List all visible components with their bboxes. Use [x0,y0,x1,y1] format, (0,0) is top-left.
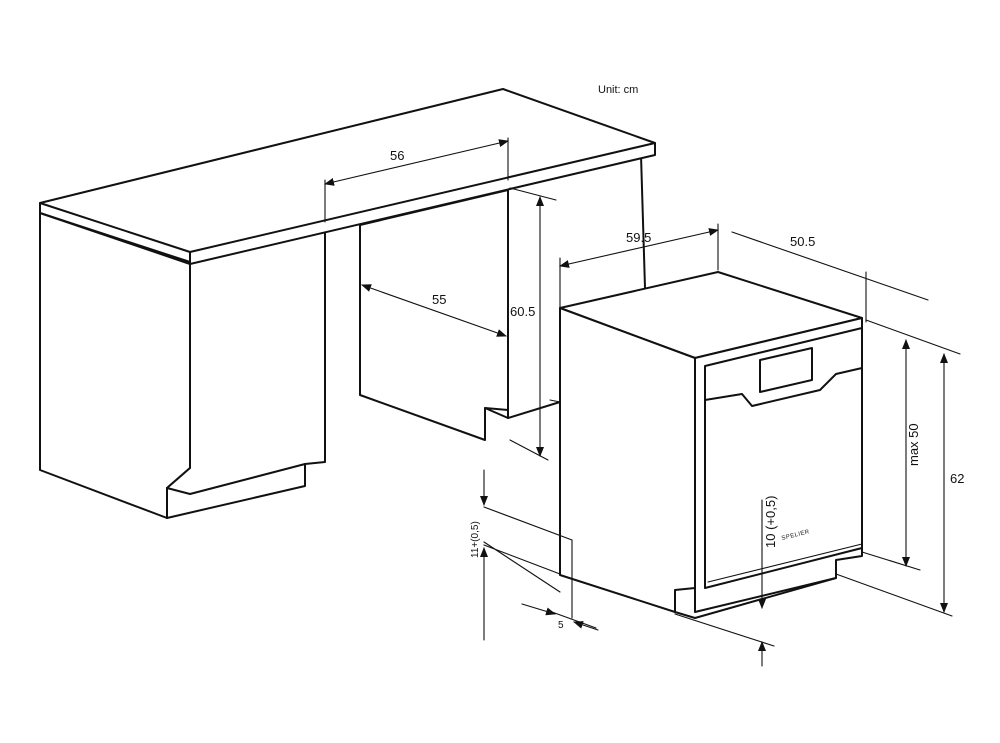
dishwasher-door [704,327,863,589]
left-cabinet-side [166,227,326,519]
control-panel [704,367,863,407]
label-appliance-width: 59.5 [626,230,651,245]
dimension-lines [324,137,961,667]
label-countertop-depth: 56 [390,148,404,163]
label-plinth-recess: 5 [558,620,564,631]
left-cabinet-front [39,212,191,519]
right-cabinet-panel [359,189,509,441]
label-foot-height: 10 (+0,5) [763,496,778,548]
display-window [759,347,813,393]
dishwasher: SPELIER [559,271,863,619]
label-cavity-height: 60.5 [510,304,535,319]
countertop [39,88,656,265]
label-plinth-height: 11+(0,5) [470,521,481,558]
plinth-detail [483,506,597,629]
dishwasher-plinth [674,577,837,619]
dishwasher-side [559,307,696,613]
label-cavity-depth: 55 [432,292,446,307]
label-appliance-height: 62 [950,471,964,486]
unit-label: Unit: cm [598,84,638,96]
label-appliance-depth: 50.5 [790,234,815,249]
label-max-door-height: max 50 [906,423,921,466]
left-cabinet-plinth [166,463,306,495]
dimension-labels: Unit: cm 56 55 60.5 59.5 50.5 max 50 62 … [390,84,964,631]
